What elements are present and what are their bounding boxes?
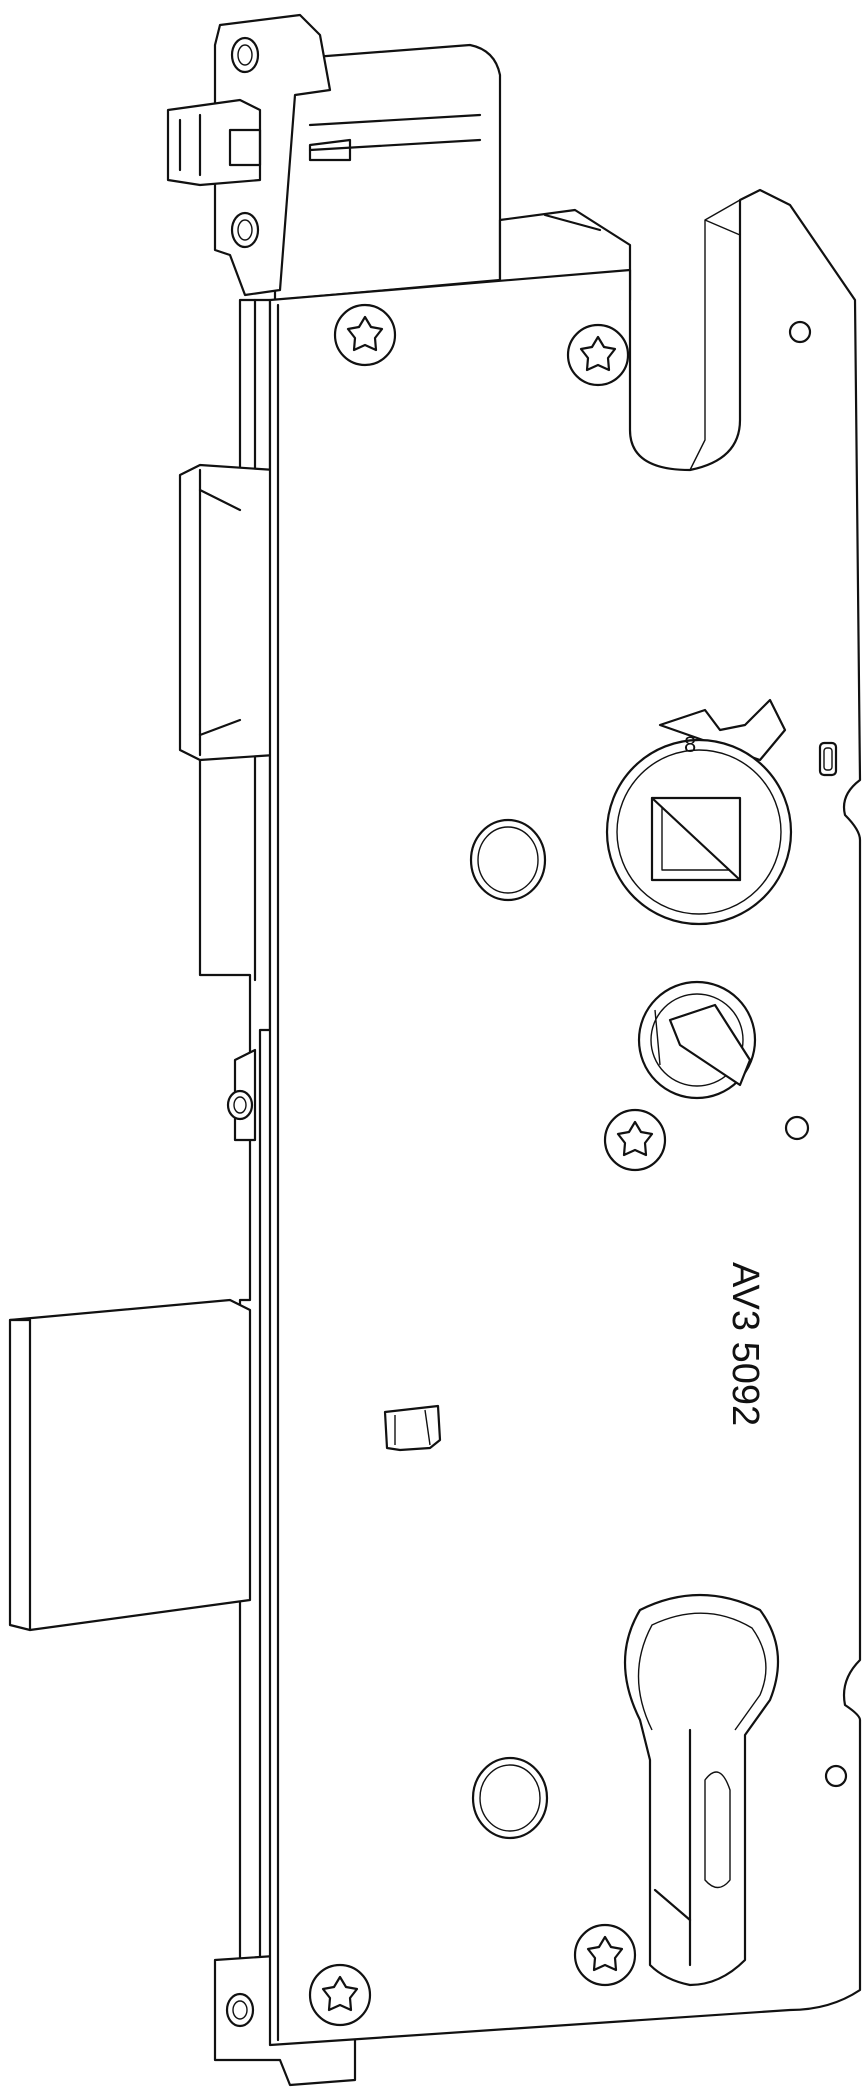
deadbolt: [8, 1298, 252, 1632]
faceplate: [268, 188, 862, 2047]
spindle-hub: 8: [605, 698, 793, 926]
spindle-mark-label: 8: [684, 732, 696, 757]
model-label: AV3 5092: [724, 1262, 766, 1426]
indicator-slot: [818, 741, 838, 777]
round-hole-lower: [471, 1756, 549, 1840]
screw-bottom-right-icon: [573, 1923, 637, 1987]
screw-middle-icon: [603, 1108, 667, 1172]
middle-side-bracket: [226, 1048, 257, 1142]
upper-latch-block: [178, 463, 277, 762]
latch-window: [383, 1404, 442, 1452]
screw-bottom-left-icon: [308, 1963, 372, 2027]
top-mounting-bracket: [166, 13, 332, 297]
screw-top-right-icon: [566, 323, 630, 387]
round-hole-upper: [469, 818, 547, 902]
rivet-holes: [784, 320, 848, 1788]
screw-top-left-icon: [333, 303, 397, 367]
follower-hub: [637, 980, 757, 1100]
cylinder-cutout: [624, 1593, 780, 1987]
